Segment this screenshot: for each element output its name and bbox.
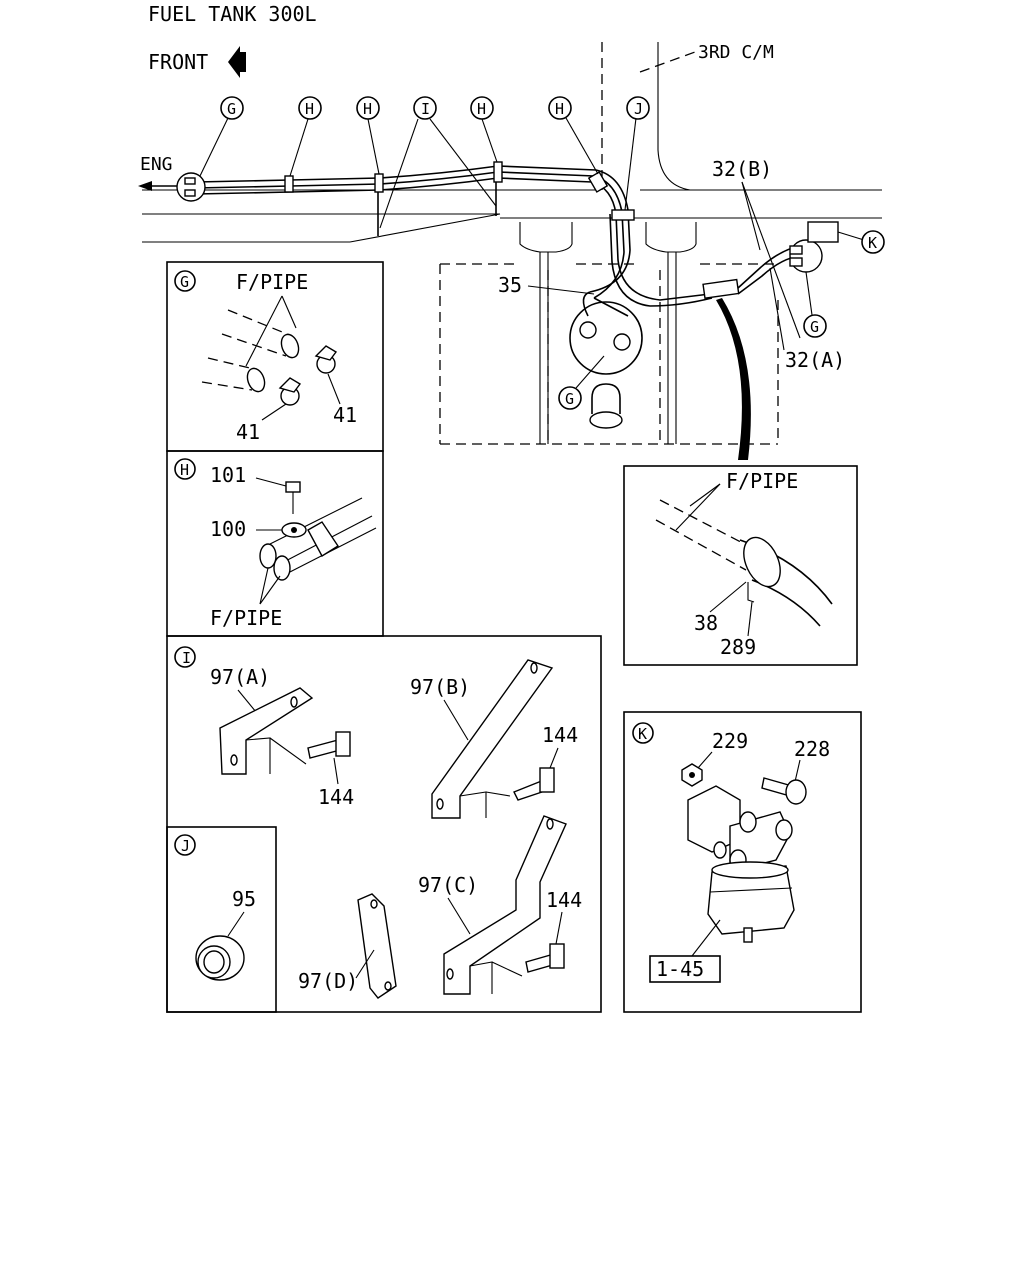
svg-text:I: I — [421, 100, 430, 118]
callout-g-tank: G — [558, 386, 582, 410]
svg-text:H: H — [363, 100, 372, 118]
callout-j: J — [626, 96, 650, 120]
crossmember-label: 3RD C/M — [698, 42, 774, 63]
detail-h-panel: H 101 100 F/PIPE — [166, 450, 384, 637]
callout-h-3: H — [470, 96, 494, 120]
engine-label: ENG — [140, 154, 173, 175]
part-label-32a: 32(A) — [785, 348, 845, 372]
svg-text:H: H — [555, 100, 564, 118]
bolt-144-a-label: 144 — [318, 785, 354, 809]
svg-text:G: G — [565, 390, 574, 408]
bracket-97c-label: 97(C) — [418, 873, 478, 897]
svg-text:I: I — [182, 649, 191, 667]
detail-g-part-41b: 41 — [236, 420, 260, 444]
detail-h-bolt-label: 101 — [210, 463, 246, 487]
pipe-clip-h2 — [374, 173, 384, 193]
diagram-title: FUEL TANK 300L — [148, 2, 317, 26]
svg-text:K: K — [638, 725, 647, 743]
bolt-228-label: 228 — [794, 737, 830, 761]
detail-g-part-41a: 41 — [333, 403, 357, 427]
detail-pipe-clamp-panel: F/PIPE 38 289 — [623, 465, 858, 666]
callout-k: K — [861, 230, 885, 254]
svg-text:G: G — [810, 318, 819, 336]
grommet-95-label: 95 — [232, 887, 256, 911]
part-label-35: 35 — [498, 273, 522, 297]
pipe-clip-h1 — [284, 175, 294, 193]
svg-text:G: G — [180, 273, 189, 291]
detail-h-pipe-label: F/PIPE — [210, 606, 282, 630]
main-assembly-view: 3RD C/M ENG — [138, 42, 885, 460]
bolt-144-c-label: 144 — [546, 888, 582, 912]
clamp-289-label: 289 — [720, 635, 756, 659]
detail-pipe-label: F/PIPE — [726, 469, 798, 493]
bracket-97b-label: 97(B) — [410, 675, 470, 699]
fuel-filter-mount — [807, 221, 839, 243]
hose-38-label: 38 — [694, 611, 718, 635]
callout-h-2: H — [356, 96, 380, 120]
callout-g-top: G — [220, 96, 244, 120]
svg-text:G: G — [227, 100, 236, 118]
svg-text:H: H — [305, 100, 314, 118]
pipe-clip-h4 — [587, 171, 609, 193]
callout-i: I — [413, 96, 437, 120]
bracket-97a-label: 97(A) — [210, 665, 270, 689]
fuel-tank — [439, 222, 779, 445]
detail-g-panel: G F/PIPE 41 41 — [166, 261, 384, 452]
detail-pointer — [716, 298, 751, 460]
grommet-j — [611, 209, 635, 221]
fuel-fitting-g-right — [789, 239, 823, 273]
front-arrow-icon — [228, 46, 240, 78]
svg-text:H: H — [477, 100, 486, 118]
pipe-clip-h3 — [493, 161, 503, 183]
filter-1-45-label: 1-45 — [656, 957, 704, 981]
filter-1-45-box — [649, 955, 721, 983]
fuel-fitting-g-left — [176, 172, 206, 202]
bracket-97d-label: 97(D) — [298, 969, 358, 993]
detail-k-panel: K 229 228 1-45 — [623, 711, 862, 1013]
detail-i-panel: I 97(A) 144 97(B) 144 97(C) — [166, 635, 602, 1013]
bolt-144-b-label: 144 — [542, 723, 578, 747]
nut-229-label: 229 — [712, 729, 748, 753]
svg-text:K: K — [868, 234, 877, 252]
hose-sleeve — [702, 278, 740, 299]
part-label-32b: 32(B) — [712, 157, 772, 181]
callout-g-right: G — [803, 314, 827, 338]
svg-text:H: H — [180, 461, 189, 479]
detail-g-pipe-label: F/PIPE — [236, 270, 308, 294]
detail-j-panel: J 95 — [166, 826, 277, 1013]
detail-h-clip-label: 100 — [210, 517, 246, 541]
svg-text:J: J — [634, 100, 643, 118]
callout-h-4: H — [548, 96, 572, 120]
front-label: FRONT — [148, 50, 208, 74]
svg-text:J: J — [181, 837, 190, 855]
callout-h-1: H — [298, 96, 322, 120]
